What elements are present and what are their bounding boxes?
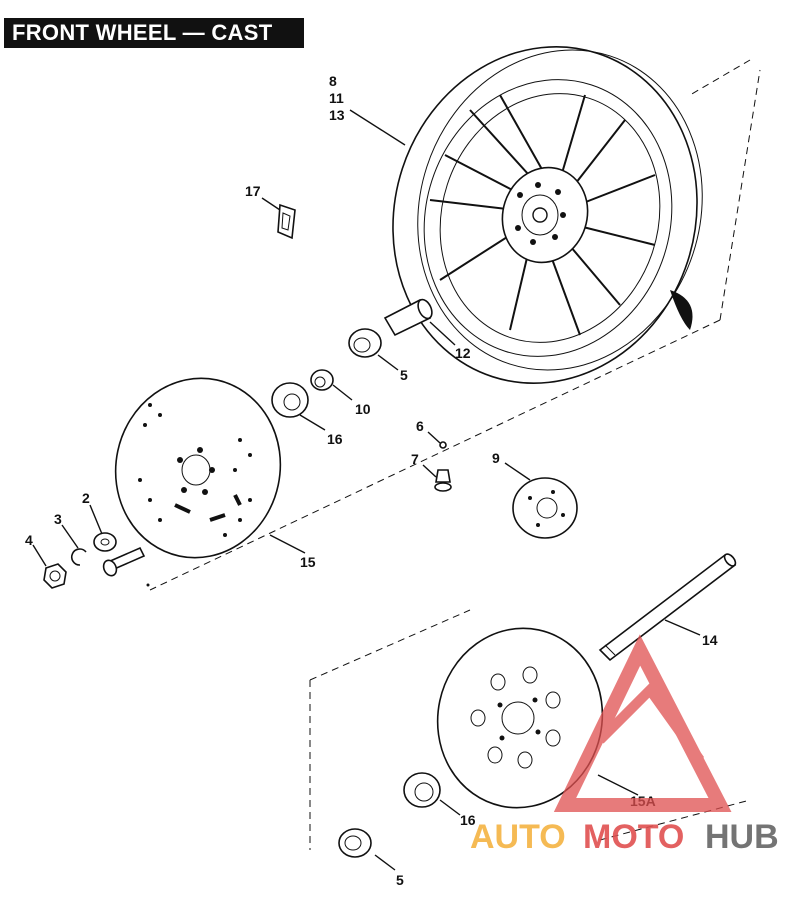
- part-5-bearing-upper: [348, 328, 382, 358]
- watermark-logo: [553, 634, 732, 812]
- label-6: 6: [416, 418, 424, 434]
- label-11: 11: [329, 90, 344, 106]
- label-16-lower: 16: [460, 812, 476, 828]
- label-8: 8: [329, 73, 337, 89]
- part-7-valve: [434, 469, 452, 492]
- label-16-upper: 16: [327, 431, 343, 447]
- page-title: FRONT WHEEL — CAST: [4, 18, 304, 48]
- label-3: 3: [54, 511, 62, 527]
- part-17-clip: [277, 203, 296, 240]
- label-9: 9: [492, 450, 500, 466]
- part-15-brake-disc: [114, 377, 282, 559]
- watermark-text-auto: AUTO: [470, 818, 566, 856]
- label-17: 17: [245, 183, 261, 199]
- part-14-axle: [598, 553, 737, 662]
- part-2-washer: [93, 532, 117, 552]
- part-5-bearing-lower: [338, 828, 372, 858]
- part-4-nut: [43, 563, 67, 589]
- label-12: 12: [455, 345, 471, 361]
- label-4: 4: [25, 532, 33, 548]
- label-5-lower: 5: [396, 872, 404, 888]
- part-16-spacer-lower: [403, 772, 441, 808]
- label-7: 7: [411, 451, 419, 467]
- label-14: 14: [702, 632, 718, 648]
- part-12-spacer: [383, 298, 433, 337]
- watermark-text-hub: HUB: [705, 818, 779, 856]
- label-15: 15: [300, 554, 316, 570]
- part-16-spacer-upper: [271, 382, 309, 418]
- part-15a-brake-disc: [436, 627, 604, 809]
- part-6-screw: [439, 441, 447, 449]
- label-2: 2: [82, 490, 90, 506]
- label-10: 10: [355, 401, 371, 417]
- part-9-adapter: [512, 477, 578, 539]
- leader-lines: [32, 109, 701, 871]
- part-10-seal: [310, 369, 334, 391]
- label-5-upper: 5: [400, 367, 408, 383]
- cast-wheel: [392, 46, 703, 384]
- watermark-text-moto: MOTO: [583, 818, 684, 856]
- label-13: 13: [329, 107, 345, 123]
- axis-line-upper: [149, 59, 761, 591]
- part-3-lockwasher: [71, 548, 87, 566]
- bolt: [102, 546, 150, 587]
- axis-line-lower: [309, 609, 751, 850]
